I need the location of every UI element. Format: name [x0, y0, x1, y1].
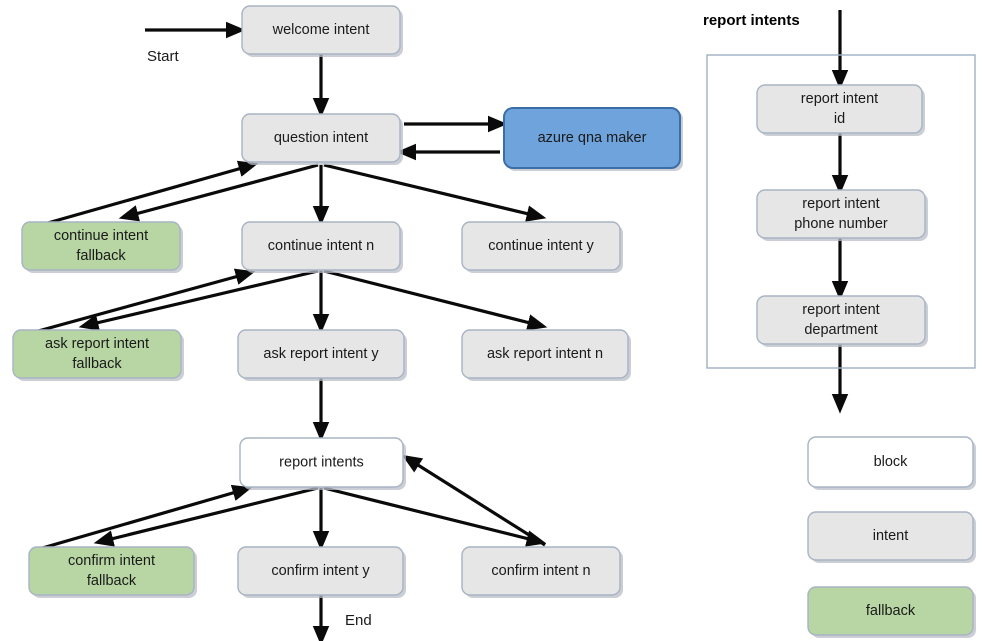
- node-box-report-intents[interactable]: [239, 437, 404, 488]
- node-box-legend-intent[interactable]: [807, 511, 974, 561]
- node-box-confirm-intent-fallback[interactable]: [28, 546, 195, 596]
- node-label-confirm-intent-y: confirm intent y: [271, 563, 370, 579]
- node-welcome-intent[interactable]: welcome intent: [241, 5, 403, 57]
- node-label-legend-block: block: [874, 454, 909, 470]
- node-label-ask-report-intent-fallback-line2: fallback: [72, 356, 122, 372]
- node-label-report-intent-id-line1: report intent: [801, 91, 878, 107]
- node-label-report-intent-phone-number-line2: phone number: [794, 216, 888, 232]
- node-box-question-intent[interactable]: [241, 113, 401, 163]
- node-question-intent[interactable]: question intent: [241, 113, 403, 165]
- node-box-report-intent-phone-number[interactable]: [756, 189, 926, 239]
- node-box-ask-report-intent-n[interactable]: [461, 329, 629, 379]
- node-label-question-intent: question intent: [274, 130, 368, 146]
- node-ask-report-intent-fallback[interactable]: ask report intent fallback: [12, 329, 184, 381]
- edge-confirm-fallback-to-report-intents: [31, 484, 253, 553]
- node-box-ask-report-intent-fallback[interactable]: [12, 329, 182, 379]
- legend-nodes: block intent fallback: [807, 436, 976, 638]
- node-label-confirm-intent-n: confirm intent n: [491, 563, 590, 579]
- detail-panel-nodes: report intent id report intent phone number…: [756, 84, 928, 347]
- node-report-intent-department[interactable]: report intent department: [756, 295, 928, 347]
- node-continue-intent-y[interactable]: continue intent y: [461, 221, 623, 273]
- node-label-confirm-intent-fallback-line1: confirm intent: [68, 553, 155, 569]
- node-azure-qna-maker[interactable]: azure qna maker: [503, 107, 683, 171]
- edge-question-to-continue-fallback: [118, 163, 319, 222]
- node-label-legend-fallback: fallback: [866, 603, 916, 619]
- node-continue-intent-n[interactable]: continue intent n: [241, 221, 403, 273]
- node-label-welcome-intent: welcome intent: [272, 22, 370, 38]
- report-intents-panel-container: [706, 54, 976, 369]
- node-label-ask-report-intent-fallback-line1: ask report intent: [45, 336, 149, 352]
- node-box-confirm-intent-y[interactable]: [237, 546, 404, 596]
- node-box-legend-fallback[interactable]: [807, 586, 974, 636]
- node-label-azure-qna-maker: azure qna maker: [538, 130, 647, 146]
- node-legend-fallback[interactable]: fallback: [807, 586, 976, 638]
- node-label-report-intent-id-line2: id: [834, 111, 845, 127]
- node-label-ask-report-intent-y: ask report intent y: [263, 346, 379, 362]
- node-label-legend-intent: intent: [873, 528, 908, 544]
- edge-report-intents-to-confirm-fallback: [93, 486, 319, 547]
- node-label-continue-intent-fallback-line1: continue intent: [54, 228, 148, 244]
- node-legend-block[interactable]: block: [807, 436, 976, 490]
- node-continue-intent-fallback[interactable]: continue intent fallback: [21, 221, 183, 273]
- edge-continue-n-to-ask-n: [323, 269, 548, 331]
- node-box-continue-intent-y[interactable]: [461, 221, 621, 271]
- start-label: Start: [147, 48, 180, 65]
- main-flow-nodes: welcome intent question intent azure qna m…: [12, 5, 683, 598]
- node-label-continue-intent-y: continue intent y: [488, 238, 594, 254]
- node-label-continue-intent-n: continue intent n: [268, 238, 374, 254]
- edge-continue-fallback-to-question: [29, 160, 259, 230]
- node-box-ask-report-intent-y[interactable]: [237, 329, 405, 379]
- node-label-ask-report-intent-n: ask report intent n: [487, 346, 603, 362]
- node-report-intent-phone-number[interactable]: report intent phone number: [756, 189, 928, 241]
- node-label-continue-intent-fallback-line2: fallback: [76, 248, 126, 264]
- node-report-intents[interactable]: report intents: [239, 437, 406, 490]
- node-label-report-intent-department-line2: department: [804, 322, 877, 338]
- node-box-continue-intent-n[interactable]: [241, 221, 401, 271]
- edge-report-intents-to-confirm-n: [323, 486, 547, 547]
- node-box-report-intent-id[interactable]: [756, 84, 923, 134]
- node-box-confirm-intent-n[interactable]: [461, 546, 621, 596]
- edge-layer: [19, 10, 849, 641]
- node-confirm-intent-y[interactable]: confirm intent y: [237, 546, 406, 598]
- node-label-report-intent-department-line1: report intent: [802, 302, 879, 318]
- end-label: End: [345, 612, 372, 629]
- node-legend-intent[interactable]: intent: [807, 511, 976, 563]
- edge-question-to-continue-y: [323, 163, 547, 222]
- edge-continue-n-to-ask-fallback: [78, 269, 319, 331]
- report-intents-panel-title: report intents: [703, 12, 800, 29]
- node-label-confirm-intent-fallback-line2: fallback: [87, 573, 137, 589]
- node-box-legend-block[interactable]: [807, 436, 974, 488]
- node-report-intent-id[interactable]: report intent id: [756, 84, 925, 136]
- node-confirm-intent-n[interactable]: confirm intent n: [461, 546, 623, 598]
- node-label-report-intents: report intents: [279, 454, 364, 470]
- node-box-report-intent-department[interactable]: [756, 295, 926, 345]
- edge-confirm-n-to-report-intents: [401, 454, 546, 547]
- node-ask-report-intent-y[interactable]: ask report intent y: [237, 329, 407, 381]
- node-ask-report-intent-n[interactable]: ask report intent n: [461, 329, 631, 381]
- node-box-azure-qna-maker[interactable]: [503, 107, 681, 169]
- node-confirm-intent-fallback[interactable]: confirm intent fallback: [28, 546, 197, 598]
- node-box-continue-intent-fallback[interactable]: [21, 221, 181, 271]
- node-box-welcome-intent[interactable]: [241, 5, 401, 55]
- node-label-report-intent-phone-number-line1: report intent: [802, 196, 879, 212]
- edge-ask-fallback-to-continue-n: [19, 268, 256, 338]
